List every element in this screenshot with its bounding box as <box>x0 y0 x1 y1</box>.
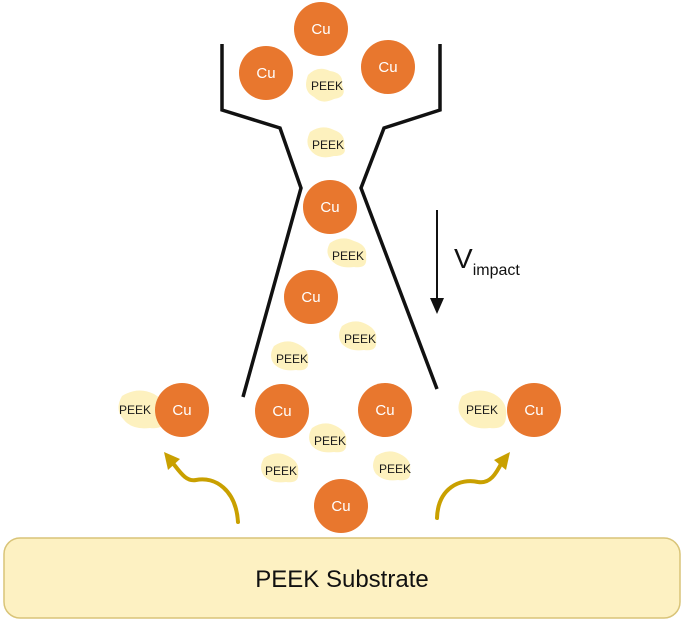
peek-fleck <box>339 321 377 351</box>
peek-label: PEEK <box>314 434 346 448</box>
nozzle <box>220 44 442 398</box>
cu-label: Cu <box>172 402 191 419</box>
copper-particle <box>314 479 368 533</box>
velocity-label-subscript: impact <box>473 262 521 279</box>
peek-label: PEEK <box>312 138 344 152</box>
cu-label: Cu <box>375 402 394 419</box>
velocity-arrow <box>430 210 444 314</box>
rebound-arrow-left <box>170 460 240 524</box>
cu-label: Cu <box>524 402 543 419</box>
copper-particle <box>294 2 348 56</box>
rebound-arrows <box>170 460 504 524</box>
velocity-label-main: V <box>454 243 473 274</box>
peek-fleck <box>261 453 299 483</box>
peek-label: PEEK <box>332 249 364 263</box>
cu-label: Cu <box>256 65 275 82</box>
substrate-label: PEEK Substrate <box>255 566 428 593</box>
copper-particle <box>284 270 338 324</box>
cu-label: Cu <box>311 21 330 38</box>
rebound-arrowhead-left <box>164 452 180 470</box>
cu-label: Cu <box>272 403 291 420</box>
peek-fleck <box>306 68 344 102</box>
copper-labels: Cu Cu Cu Cu Cu Cu Cu Cu Cu Cu <box>172 21 543 515</box>
rebound-arrowhead-right <box>494 452 510 470</box>
peek-label: PEEK <box>265 464 297 478</box>
peek-flecks <box>118 68 507 483</box>
cu-label: Cu <box>301 289 320 306</box>
cu-label: Cu <box>378 59 397 76</box>
peek-label: PEEK <box>379 462 411 476</box>
cu-label: Cu <box>331 498 350 515</box>
velocity-label: Vimpact <box>454 243 520 279</box>
peek-label: PEEK <box>311 79 343 93</box>
peek-fleck <box>373 451 411 481</box>
rebound-arrow-right <box>435 460 504 520</box>
copper-particle <box>155 383 209 437</box>
peek-substrate <box>3 537 681 619</box>
peek-label: PEEK <box>344 332 376 346</box>
copper-particle <box>358 383 412 437</box>
copper-particle <box>255 384 309 438</box>
copper-particle <box>361 40 415 94</box>
peek-label: PEEK <box>119 403 151 417</box>
copper-particle <box>507 383 561 437</box>
copper-particle <box>239 46 293 100</box>
peek-fleck <box>327 238 367 268</box>
nozzle-right-wall <box>359 44 442 390</box>
copper-particle <box>303 180 357 234</box>
peek-label: PEEK <box>466 403 498 417</box>
peek-fleck <box>309 423 347 453</box>
peek-label: PEEK <box>276 352 308 366</box>
copper-particles <box>155 2 561 533</box>
peek-fleck <box>271 341 309 371</box>
cu-label: Cu <box>320 199 339 216</box>
nozzle-left-wall <box>220 44 303 398</box>
peek-labels: PEEK PEEK PEEK PEEK PEEK PEEK PEEK PEEK … <box>119 79 498 478</box>
peek-fleck <box>118 390 167 429</box>
peek-fleck <box>307 127 345 158</box>
peek-fleck <box>458 390 507 429</box>
